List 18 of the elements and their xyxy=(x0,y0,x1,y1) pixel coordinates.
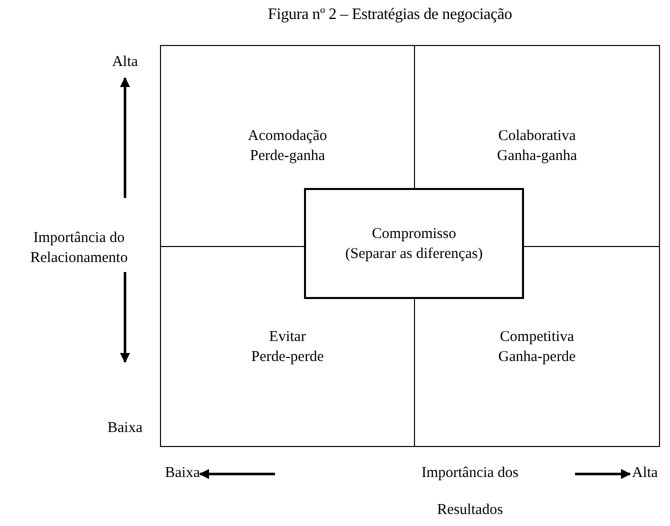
axis-label: Alta xyxy=(111,53,139,72)
box-label: (Separar as diferenças) xyxy=(345,244,483,264)
quadrant-label: Evitar xyxy=(269,328,306,346)
axis-label: Importância dos Resultados xyxy=(420,464,520,520)
quadrant-label: Ganha-perde xyxy=(498,348,576,366)
quadrant-label: Competitiva xyxy=(500,328,574,346)
axis-label: Alta xyxy=(632,464,659,483)
axis-label: Importância do Relacionamento xyxy=(29,229,129,268)
quadrant-label: Ganha-ganha xyxy=(497,147,577,166)
quadrant-label: Perde-perde xyxy=(251,348,324,366)
axis-label: Baixa xyxy=(165,464,201,483)
quadrant-label: Perde-ganha xyxy=(250,147,325,166)
quadrant-label: Colaborativa xyxy=(498,127,576,146)
box-label: Compromisso xyxy=(372,224,456,244)
compromise-box xyxy=(304,188,524,299)
axis-label: Baixa xyxy=(106,419,144,438)
quadrant-label: Acomodação xyxy=(248,127,328,146)
figure-title: Figura nº 2 – Estratégias de negociação xyxy=(266,5,514,25)
